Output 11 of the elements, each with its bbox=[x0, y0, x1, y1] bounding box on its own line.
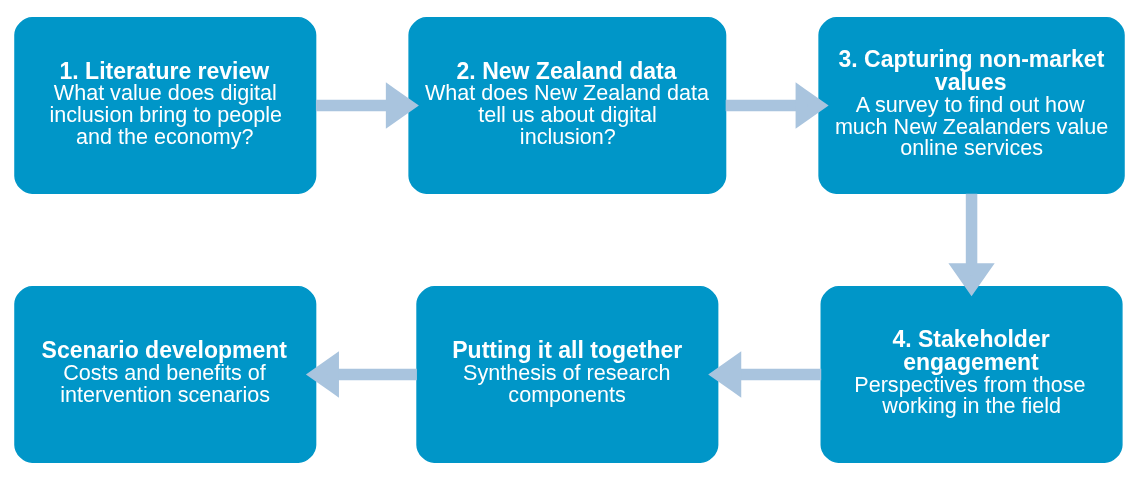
arrow bbox=[725, 81, 829, 129]
node-box: Scenario development Costs and benefits of intervention scenarios bbox=[14, 285, 317, 463]
node-box: Putting it all together Synthesis of research components bbox=[416, 285, 719, 463]
node-box: 4. Stakeholder engagement Perspectives from those working in the field bbox=[820, 285, 1123, 463]
arrow bbox=[708, 350, 822, 398]
arrow bbox=[305, 350, 417, 398]
node-box: 2. New Zealand data What does New Zealand data tell us about digital inclusion? bbox=[408, 16, 727, 194]
node-box: 3. Capturing non-market values A survey to find out how much New Zealanders value online services bbox=[818, 16, 1125, 194]
node-box: 1. Literature review What value does digital inclusion bring to people and the economy? bbox=[14, 16, 317, 194]
arrow bbox=[948, 193, 995, 296]
arrow bbox=[315, 81, 419, 129]
